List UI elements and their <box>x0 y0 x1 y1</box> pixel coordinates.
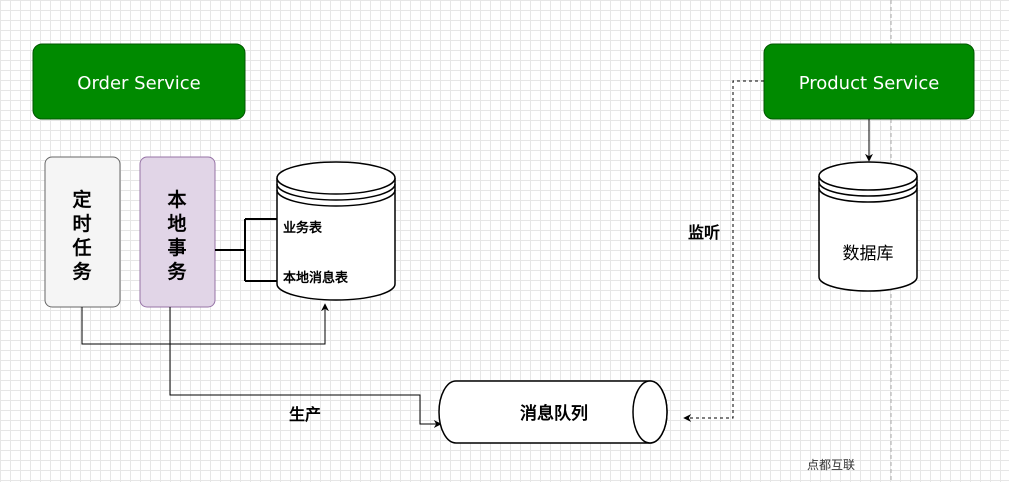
produce-edge <box>169 307 442 428</box>
scheduled-task-char: 任 <box>71 236 91 259</box>
local-transaction-char: 地 <box>167 212 186 235</box>
product-service-label: Product Service <box>799 73 940 94</box>
local-message-table-label: 本地消息表 <box>283 270 349 286</box>
scheduled-task-char: 定 <box>72 188 91 211</box>
order-service-label: Order Service <box>77 73 200 94</box>
watermark-label: 点都互联 <box>807 458 855 472</box>
produce-edge-label: 生产 <box>289 405 321 424</box>
scheduled-task-char: 务 <box>72 260 92 283</box>
listen-edge-label: 监听 <box>688 223 720 242</box>
local-transaction-char: 本 <box>167 188 186 211</box>
order-service-node[interactable]: Order Service <box>32 43 246 120</box>
local-transaction-char: 事 <box>167 236 186 259</box>
product-database-label: 数据库 <box>843 244 894 264</box>
business-table-label: 业务表 <box>283 220 323 236</box>
transaction-table-bracket <box>215 218 277 282</box>
message-queue-label: 消息队列 <box>520 403 588 424</box>
local-transaction-char: 务 <box>167 260 187 283</box>
local-transaction-node[interactable]: 本 地 事 务 <box>139 156 216 308</box>
product-database-node[interactable]: 数据库 <box>818 161 918 292</box>
product-service-node[interactable]: Product Service <box>763 43 975 120</box>
scheduled-task-char: 时 <box>72 213 91 235</box>
listen-edge <box>683 80 764 422</box>
order-database-node[interactable]: 业务表 本地消息表 <box>276 161 396 301</box>
scheduled-task-node[interactable]: 定 时 任 务 <box>44 156 121 308</box>
message-queue-node[interactable]: 消息队列 <box>438 380 668 444</box>
task-to-db-edge <box>81 303 329 345</box>
